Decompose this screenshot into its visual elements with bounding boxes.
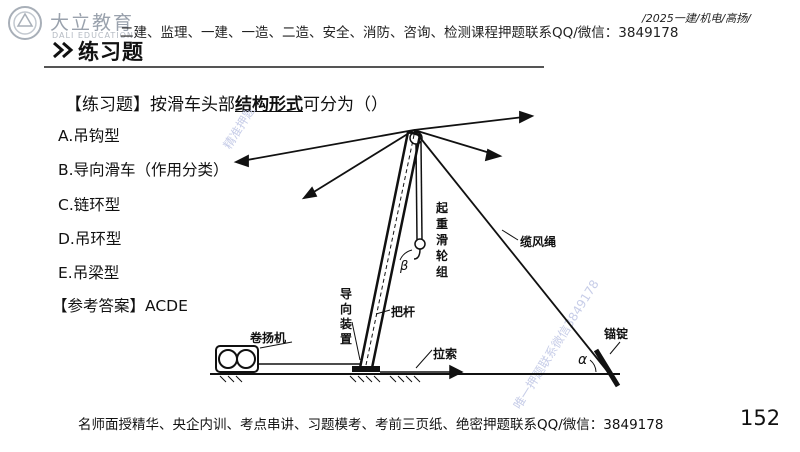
chevron-right-icon xyxy=(53,41,74,59)
svg-text:导: 导 xyxy=(340,286,352,301)
question-suffix: 可分为（） xyxy=(303,95,388,115)
watermark-text-2: 唯一押题联系微信3849178 xyxy=(511,277,602,410)
option-a: A.吊钩型 xyxy=(58,127,120,145)
anchor xyxy=(593,348,621,388)
svg-text:滑: 滑 xyxy=(436,232,448,247)
leader-lines xyxy=(259,229,621,369)
svg-text:轮: 轮 xyxy=(436,248,449,263)
guy-rope-to-anchor xyxy=(413,129,609,373)
mast-crane-diagram: 精准押题联系微信3849178 唯一押题联系微信3849178 α β xyxy=(210,110,628,410)
pulley-group xyxy=(409,131,426,260)
label-boom: 把杆 xyxy=(391,304,415,319)
watermark-text-1: 精准押题联系微信3849178 xyxy=(221,110,312,152)
guy-rope-arrows xyxy=(233,110,535,200)
brand-logo: 大立教育 DALI EDUCATION xyxy=(6,4,156,44)
angle-alpha-label: α xyxy=(578,352,588,368)
ground-hatch xyxy=(219,375,421,383)
option-b: B.导向滑车（作用分类） xyxy=(58,161,229,179)
label-pulley-group: 起 重 滑 轮 组 xyxy=(435,200,449,279)
angle-beta-label: β xyxy=(399,259,408,274)
question-emphasis: 结构形式 xyxy=(235,95,303,115)
pull-rope xyxy=(380,364,464,380)
svg-text:置: 置 xyxy=(340,332,352,346)
brand-subtitle: DALI EDUCATION xyxy=(52,31,134,40)
svg-text:起: 起 xyxy=(435,200,449,215)
option-d: D.吊环型 xyxy=(58,230,122,248)
footer-notice: 名师面授精华、央企内训、考点串讲、习题模考、考前三页纸、绝密押题联系QQ/微信：… xyxy=(78,417,664,433)
label-guy-rope: 缆风绳 xyxy=(520,234,556,249)
course-tag: /2025一建/机电/高扬/ xyxy=(642,12,751,25)
question-prefix: 【练习题】按滑车头部 xyxy=(65,95,235,115)
page-number: 152 xyxy=(740,406,781,430)
logo-emblem-icon xyxy=(8,6,42,40)
title-divider xyxy=(44,66,544,68)
svg-text:重: 重 xyxy=(436,216,448,231)
option-c: C.链环型 xyxy=(58,196,121,214)
option-e: E.吊梁型 xyxy=(58,264,120,282)
angle-beta-arc xyxy=(399,249,413,261)
svg-text:向: 向 xyxy=(340,301,352,316)
label-pull-rope: 拉索 xyxy=(433,346,457,361)
reference-answer: 【参考答案】ACDE xyxy=(52,297,188,315)
top-notice: 二建、监理、一建、一造、二造、安全、消防、咨询、检测课程押题联系QQ/微信：38… xyxy=(120,25,679,41)
svg-text:装: 装 xyxy=(339,316,352,331)
svg-text:组: 组 xyxy=(436,264,448,279)
label-anchor: 锚锭 xyxy=(604,326,628,341)
section-title: 练习题 xyxy=(78,40,144,64)
label-guide-device: 导 向 装 置 xyxy=(339,286,352,346)
brand-name: 大立教育 xyxy=(50,12,135,34)
question-text: 【练习题】按滑车头部结构形式可分为（） xyxy=(65,90,388,115)
boom-base xyxy=(352,366,380,372)
hoist-winch xyxy=(215,345,259,373)
angle-alpha-arc xyxy=(589,359,597,373)
label-hoist: 卷扬机 xyxy=(249,330,286,345)
